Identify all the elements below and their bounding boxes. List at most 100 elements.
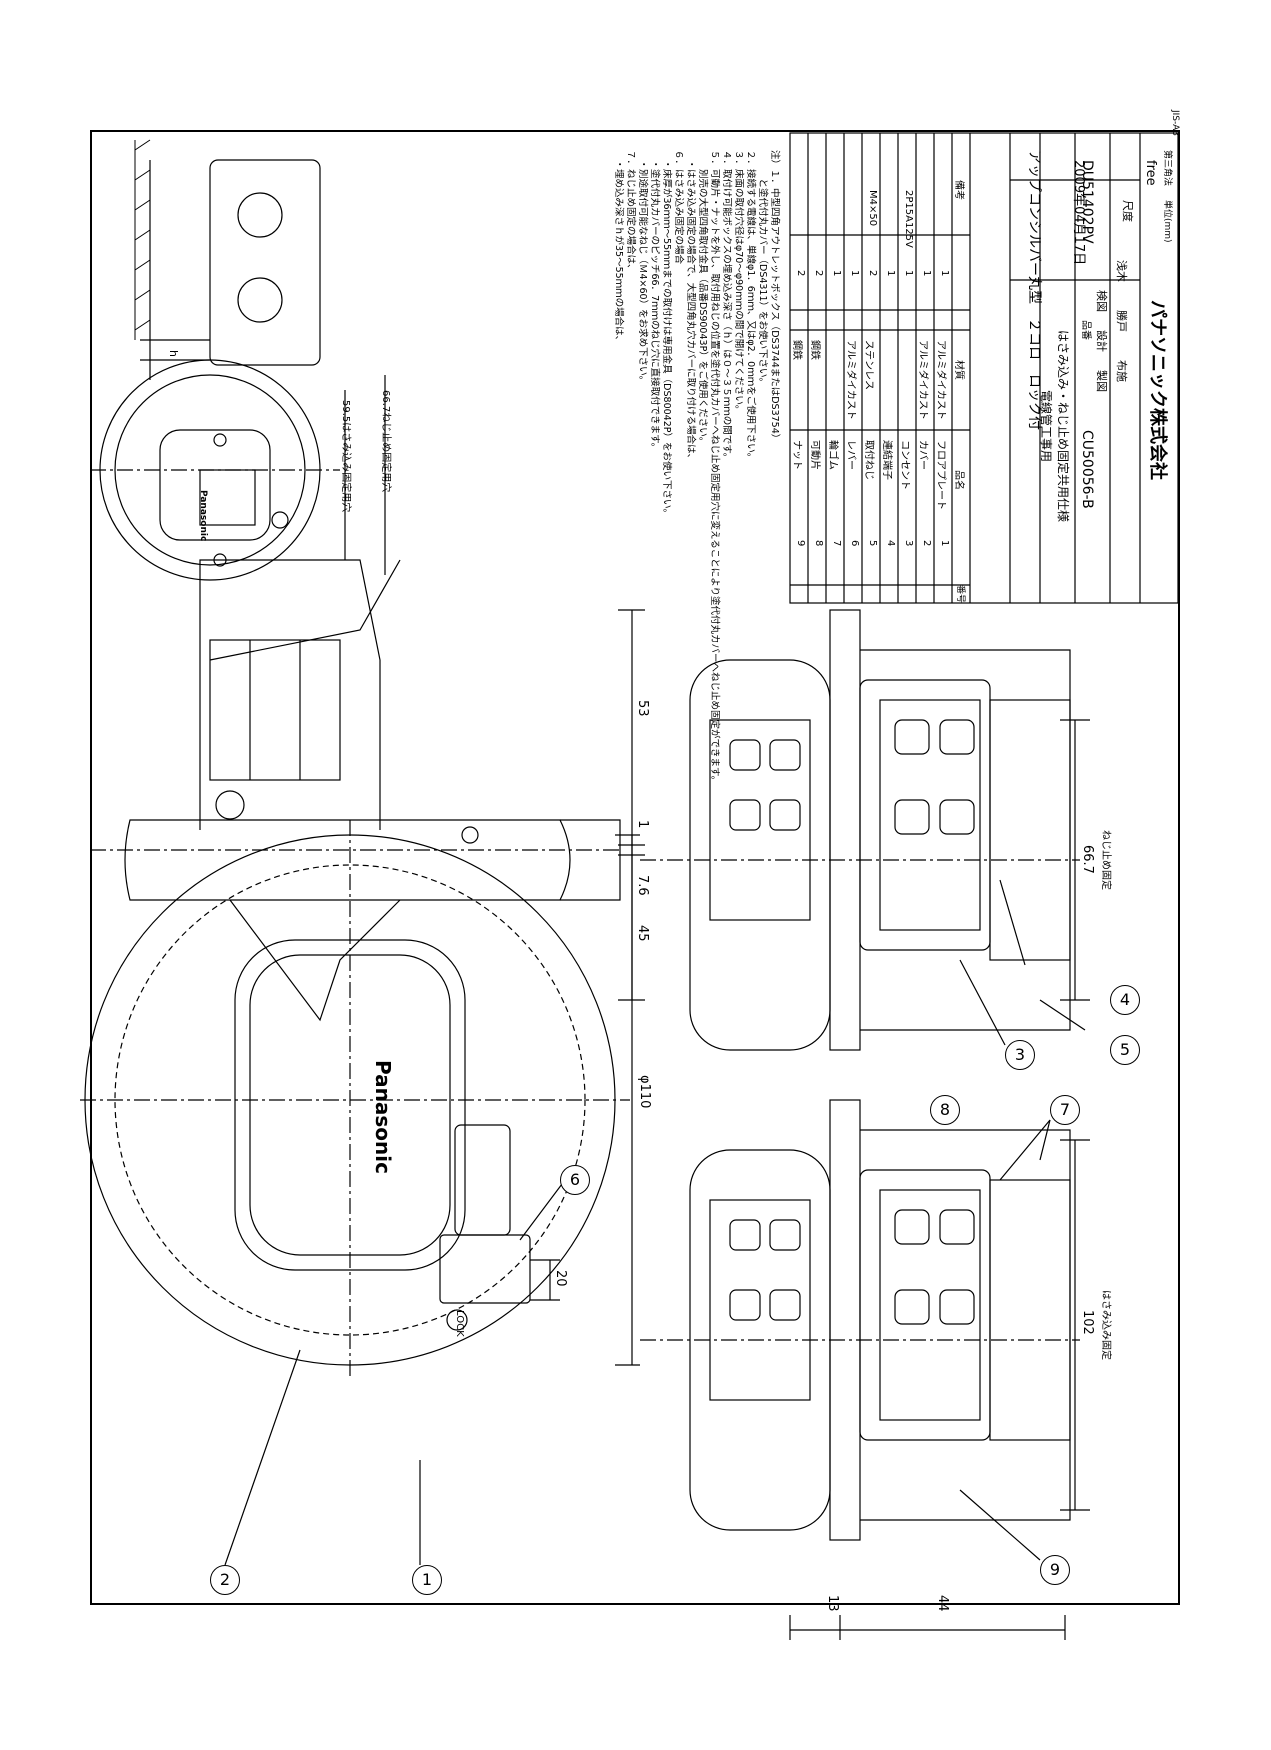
model-number: CU50056-B bbox=[1079, 430, 1095, 509]
row-5-no: 5 bbox=[867, 540, 878, 547]
row-1-qty: 1 bbox=[939, 270, 950, 277]
dim-44: 44 bbox=[935, 1595, 950, 1612]
row-8-material: 鋼鉄 bbox=[809, 340, 820, 360]
callout-6: 6 bbox=[560, 1165, 590, 1195]
product-name: アップコンシルバー丸型 ２コロ ロック付 bbox=[1026, 150, 1042, 430]
row-6-qty: 1 bbox=[849, 270, 860, 277]
note-line: ・床厚が36ｍｍ～55ｍｍまでの取付けは専用金具（DS80042P）をお使い下さ… bbox=[661, 150, 672, 518]
dim-20: 20 bbox=[553, 1270, 568, 1287]
header-no: 番号 bbox=[955, 585, 965, 604]
note-line: ３．床面の取付穴径はφ70～φ90ｍｍの間で開けてください。 bbox=[733, 150, 744, 415]
note-line: ４．取付け可能ボックスの埋め込み深さ（ｈ）は０～３５ｍｍの間です。 bbox=[721, 150, 732, 463]
callout-4: 4 bbox=[1110, 985, 1140, 1015]
dim-667-label: ねじ止め固定 bbox=[1100, 830, 1111, 890]
row-4-no: 4 bbox=[885, 540, 896, 547]
stamp-2: 勝戸 bbox=[1115, 310, 1128, 332]
product-number-label: 品番 bbox=[1080, 320, 1091, 340]
stamp-1: 浅木 bbox=[1115, 260, 1128, 282]
row-9-material: 鋼鉄 bbox=[791, 340, 802, 360]
row-3-qty: 1 bbox=[903, 270, 914, 277]
approval-label-2: 設計 bbox=[1095, 330, 1108, 352]
note-line: ・はさみ込み固定の場合で、大型四角丸穴カバーに取り付ける場合は、 bbox=[685, 150, 696, 464]
note-line: と塗代付丸カバー（DS4311）をお使い下さい。 bbox=[757, 150, 768, 388]
row-3-name: コンセント bbox=[899, 440, 910, 490]
approval-label-3: 製図 bbox=[1095, 370, 1108, 392]
brand-logo: Panasonic bbox=[371, 1060, 395, 1174]
row-7-qty: 1 bbox=[831, 270, 842, 277]
row-6-material: アルミダイカスト bbox=[845, 340, 856, 420]
row-1-material: アルミダイカスト bbox=[935, 340, 946, 420]
notes-block: 注）１．中型四角アウトレットボックス（DS3744またはDS3754） と塗代付… bbox=[612, 150, 780, 785]
note-line: 別売の大型四角取付金具（品番DS90043P）をご使用ください。 bbox=[697, 150, 708, 447]
row-9-no: 9 bbox=[795, 540, 806, 547]
row-9-qty: 2 bbox=[795, 270, 806, 277]
row-8-name: 可動片 bbox=[809, 440, 820, 470]
projection-label: 第三角法 bbox=[1162, 150, 1172, 187]
row-6-name: レバー bbox=[845, 440, 856, 470]
scale-label: 尺度 bbox=[1121, 200, 1134, 222]
row-5-qty: 2 bbox=[867, 270, 878, 277]
wall-hatch bbox=[134, 139, 151, 340]
company-name: パナソニック株式会社 bbox=[1147, 300, 1168, 480]
row-2-name: カバー bbox=[917, 440, 928, 470]
front-view-right bbox=[640, 609, 1080, 1051]
row-8-no: 8 bbox=[813, 540, 824, 547]
spec-line-2: はさみ込み・ねじ止め固定共用仕様 bbox=[1056, 330, 1070, 523]
note-line: ・塗代付丸カバーのピッチ66．7ｍｍのねじ穴に直接取付できます。 bbox=[649, 150, 660, 453]
dim-667: 66.7 bbox=[1080, 845, 1095, 874]
note-line: ７．ねじ止め固定の場合は、 bbox=[625, 150, 636, 274]
receptacle-right bbox=[729, 719, 975, 835]
top-view-plate bbox=[80, 820, 630, 1380]
row-6-no: 6 bbox=[849, 540, 860, 547]
row-1-name: フロアプレート bbox=[935, 440, 946, 510]
callout-3: 3 bbox=[1005, 1040, 1035, 1070]
row-7-no: 7 bbox=[831, 540, 842, 547]
approval-label-1: 検図 bbox=[1095, 290, 1108, 312]
note-line: ６．はさみ込み固定の場合 bbox=[673, 150, 684, 265]
dim-h: h bbox=[167, 350, 180, 357]
front-view-left bbox=[640, 1099, 1080, 1541]
row-5-material: ステンレス bbox=[863, 340, 874, 390]
row-4-qty: 1 bbox=[885, 270, 896, 277]
row-8-qty: 2 bbox=[813, 270, 824, 277]
dim-76: 7.6 bbox=[635, 875, 650, 896]
unit-label: 単位(mm) bbox=[1162, 200, 1172, 243]
header-name: 品名 bbox=[953, 470, 964, 490]
dim-13: 13 bbox=[825, 1595, 840, 1612]
paper-size: JIS-A3 bbox=[1170, 110, 1180, 136]
cover-top-view bbox=[90, 359, 340, 581]
dim-102-label: はさみ込み固定 bbox=[1100, 1290, 1111, 1360]
note-line: ・別途取付可能なねじ（Ｍ4×60）をお求め下さい。 bbox=[637, 150, 648, 386]
row-9-name: ナット bbox=[791, 440, 802, 470]
stamp-3: 布施 bbox=[1115, 360, 1128, 382]
parts-table-grid bbox=[789, 132, 1179, 604]
lock-label: LOCK bbox=[454, 1310, 465, 1337]
drawing-frame bbox=[90, 130, 1180, 1605]
row-2-no: 2 bbox=[921, 540, 932, 547]
row-1-no: 1 bbox=[939, 540, 950, 547]
row-5-remarks: M4×50 bbox=[867, 190, 878, 227]
dim-667-hole: 66.7ねじ止め固定用穴 bbox=[380, 390, 391, 493]
dim-1: 1 bbox=[635, 820, 650, 829]
callout-7: 7 bbox=[1050, 1095, 1080, 1125]
outlet-box-view bbox=[140, 159, 321, 380]
callout-5: 5 bbox=[1110, 1035, 1140, 1065]
row-7-name: 輪ゴム bbox=[827, 440, 838, 470]
brand-logo-small: Panasonic bbox=[198, 490, 208, 542]
row-3-no: 3 bbox=[903, 540, 914, 547]
spec-line-1: 電線管工事用 bbox=[1039, 390, 1053, 463]
product-number: DU51402PV bbox=[1079, 160, 1095, 244]
callout-9: 9 bbox=[1040, 1555, 1070, 1585]
row-2-material: アルミダイカスト bbox=[917, 340, 928, 420]
callout-2: 2 bbox=[210, 1565, 240, 1595]
note-line: 注）１．中型四角アウトレットボックス（DS3744またはDS3754） bbox=[769, 150, 780, 444]
dim-d110: φ110 bbox=[637, 1075, 652, 1109]
note-line: ・埋め込み深さｈが35～55ｍｍの場合は、 bbox=[613, 150, 624, 346]
dim-53: 53 bbox=[635, 700, 650, 717]
row-2-qty: 1 bbox=[921, 270, 932, 277]
row-4-name: 連結端子 bbox=[881, 440, 892, 480]
header-remarks: 備考 bbox=[953, 180, 964, 200]
callout-8: 8 bbox=[930, 1095, 960, 1125]
row-3-remarks: 2P15A125V bbox=[903, 190, 914, 248]
